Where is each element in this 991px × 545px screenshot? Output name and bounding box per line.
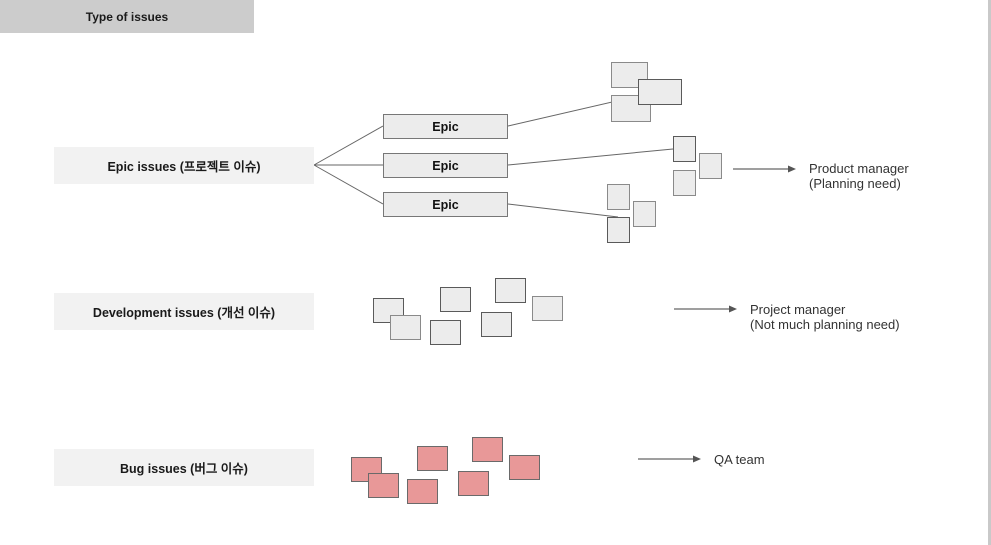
role-label-qa-team: QA team bbox=[714, 452, 765, 467]
category-development-issues: Development issues (개선 이슈) bbox=[54, 293, 314, 330]
bug-issue-box bbox=[472, 437, 503, 462]
issue-box bbox=[638, 79, 682, 105]
issue-box bbox=[495, 278, 526, 303]
arrow-qa-team bbox=[638, 455, 701, 463]
role-note: (Not much planning need) bbox=[750, 317, 900, 332]
epic-box: Epic bbox=[383, 153, 508, 178]
issue-box bbox=[699, 153, 722, 179]
role-name: Product manager bbox=[809, 161, 909, 176]
category-epic-issues: Epic issues (프로젝트 이슈) bbox=[54, 147, 314, 184]
arrow-project-manager bbox=[674, 305, 737, 313]
connector-line bbox=[313, 164, 384, 205]
connector-line bbox=[313, 125, 384, 166]
issue-box bbox=[440, 287, 471, 312]
issue-box bbox=[607, 184, 630, 210]
bug-issue-box bbox=[509, 455, 540, 480]
role-label-project-manager: Project manager(Not much planning need) bbox=[750, 302, 900, 332]
bug-issue-box bbox=[368, 473, 399, 498]
page-edge-divider bbox=[988, 0, 991, 545]
epic-box: Epic bbox=[383, 192, 508, 217]
issue-box bbox=[532, 296, 563, 321]
issue-box bbox=[673, 170, 696, 196]
role-name: Project manager bbox=[750, 302, 846, 317]
bug-issue-box bbox=[417, 446, 448, 471]
connector-line bbox=[507, 148, 674, 166]
bug-issue-box bbox=[407, 479, 438, 504]
issue-box bbox=[673, 136, 696, 162]
epic-box: Epic bbox=[383, 114, 508, 139]
connector-line bbox=[507, 203, 619, 218]
issue-box bbox=[390, 315, 421, 340]
bug-issue-box bbox=[458, 471, 489, 496]
arrow-product-manager bbox=[733, 165, 796, 173]
header-title: Type of issues bbox=[0, 0, 254, 33]
category-bug-issues: Bug issues (버그 이슈) bbox=[54, 449, 314, 486]
role-label-product-manager: Product manager(Planning need) bbox=[809, 161, 909, 191]
issue-box bbox=[430, 320, 461, 345]
issue-box bbox=[481, 312, 512, 337]
issue-box bbox=[633, 201, 656, 227]
role-note: (Planning need) bbox=[809, 176, 901, 191]
issue-box bbox=[607, 217, 630, 243]
